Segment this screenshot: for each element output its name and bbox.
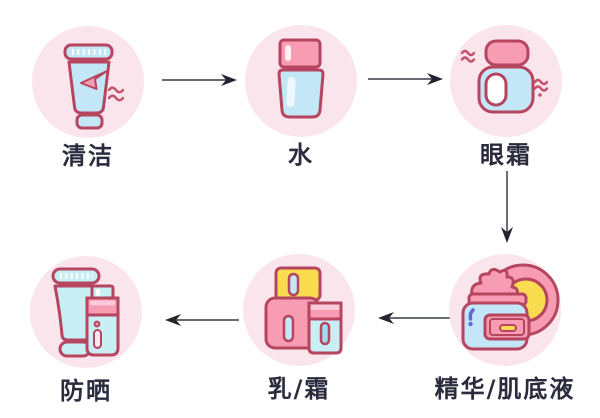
step-toner: 水 [201,25,401,168]
step-label-toner: 水 [288,141,314,169]
step-essence: 精华/肌底液 [405,254,600,402]
step-cleanse: 清洁 [0,26,188,169]
essence-jar-icon [449,254,561,366]
cleanser-tube-icon [32,26,144,138]
arrow-eye-cream-to-essence [501,171,513,243]
step-sunscreen: 防晒 [0,256,186,404]
step-label-lotion: 乳/霜 [267,375,331,403]
lotion-bottles-icon [243,254,355,366]
step-eye-cream: 眼霜 [406,25,600,168]
sunscreen-tube-icon [30,256,142,368]
step-label-sunscreen: 防晒 [60,377,112,405]
step-lotion: 乳/霜 [199,254,399,402]
eye-cream-jar-icon [450,25,562,137]
step-label-essence: 精华/肌底液 [434,375,576,403]
step-label-cleanse: 清洁 [62,142,114,170]
step-label-eye-cream: 眼霜 [480,141,532,169]
toner-bottle-icon [245,25,357,137]
